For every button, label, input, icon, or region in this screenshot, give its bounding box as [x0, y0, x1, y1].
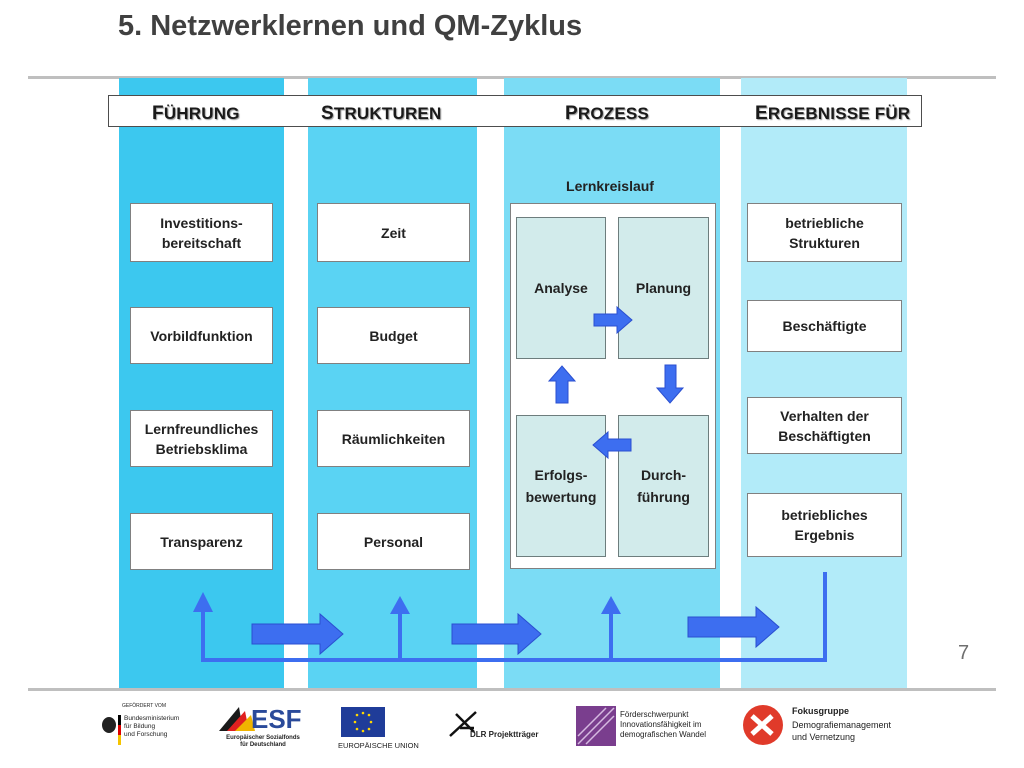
foerder-label: Förderschwerpunkt Innovationsfähigkeit i…	[620, 710, 706, 739]
bmbf-label: Bundesministerium für Bildung und Forsch…	[124, 715, 180, 738]
fokusgruppe-logo: Fokusgruppe Demografiemanagement und Ver…	[742, 704, 922, 750]
header-ergebnisse: ERGEBNISSE FÜR	[755, 103, 911, 124]
strukturen-item: Räumlichkeiten	[317, 410, 470, 467]
up-arrow-prozess	[601, 596, 621, 614]
header-strukturen: STRUKTUREN	[321, 103, 442, 124]
column-strukturen	[308, 78, 477, 690]
fuehrung-item: Lernfreundliches Betriebsklima	[130, 410, 273, 467]
dlr-label: DLR Projektträger	[470, 730, 539, 739]
cycle-arrow-right	[593, 305, 633, 335]
cycle-step-durchfuehrung: Durch- führung	[618, 415, 709, 557]
slide-title: 5. Netzwerklernen und QM-Zyklus	[118, 10, 583, 42]
bmbf-small-label: GEFÖRDERT VOM	[122, 703, 166, 709]
eu-logo: EUROPÄISCHE UNION	[338, 707, 434, 753]
top-divider	[28, 76, 996, 79]
cycle-arrow-up	[547, 365, 577, 404]
flag-stripe	[118, 715, 121, 745]
header-fuehrung: FÜHRUNG	[152, 103, 240, 124]
dlr-logo: DLR Projektträger	[446, 706, 556, 746]
up-arrow-strukturen	[390, 596, 410, 614]
eu-label: EUROPÄISCHE UNION	[338, 741, 419, 750]
fokus-emblem-icon	[743, 705, 783, 745]
fokus-title: Fokusgruppe	[792, 706, 850, 716]
up-arrow-fuehrung	[193, 592, 213, 612]
fuehrung-item: Investitions- bereitschaft	[130, 203, 273, 262]
esf-emblem-icon	[219, 707, 255, 731]
column-fuehrung	[119, 78, 284, 690]
fokus-label: Demografiemanagement und Vernetzung	[792, 720, 892, 742]
eu-flag-icon	[341, 707, 385, 737]
eagle-icon	[102, 717, 116, 733]
right-block-arrow-1	[251, 612, 344, 656]
fuehrung-item: Transparenz	[130, 513, 273, 570]
esf-wordmark: ESF	[251, 704, 302, 734]
esf-logo: ESF Europäischer Sozialfonds für Deutsch…	[217, 703, 307, 753]
strukturen-item: Personal	[317, 513, 470, 570]
right-block-arrow-2	[451, 612, 542, 656]
foerderschwerpunkt-logo: Förderschwerpunkt Innovationsfähigkeit i…	[576, 706, 726, 748]
esf-label: Europäischer Sozialfonds für Deutschland	[226, 735, 300, 748]
cycle-arrow-down	[655, 364, 685, 404]
cycle-arrow-left	[592, 430, 632, 460]
header-bar	[108, 95, 922, 127]
ergebnisse-item: Verhalten der Beschäftigten	[747, 397, 902, 454]
ergebnisse-item: betriebliches Ergebnis	[747, 493, 902, 557]
bmbf-logo: GEFÖRDERT VOM Bundesministerium für Bild…	[100, 703, 190, 755]
cycle-step-planung: Planung	[618, 217, 709, 359]
feedback-loop-line	[201, 572, 827, 662]
strukturen-item: Zeit	[317, 203, 470, 262]
cycle-title: Lernkreislauf	[566, 178, 654, 194]
page-number: 7	[958, 642, 970, 664]
ergebnisse-item: Beschäftigte	[747, 300, 902, 352]
dlr-emblem-icon	[449, 711, 477, 737]
cycle-step-analyse: Analyse	[516, 217, 606, 359]
ergebnisse-item: betriebliche Strukturen	[747, 203, 902, 262]
cycle-step-erfolgsbewertung: Erfolgs- bewertung	[516, 415, 606, 557]
fuehrung-item: Vorbildfunktion	[130, 307, 273, 364]
foerder-emblem-icon	[576, 706, 616, 746]
header-prozess: PROZESS	[565, 103, 649, 124]
strukturen-item: Budget	[317, 307, 470, 364]
bottom-divider	[28, 688, 996, 691]
right-block-arrow-3	[687, 605, 780, 649]
